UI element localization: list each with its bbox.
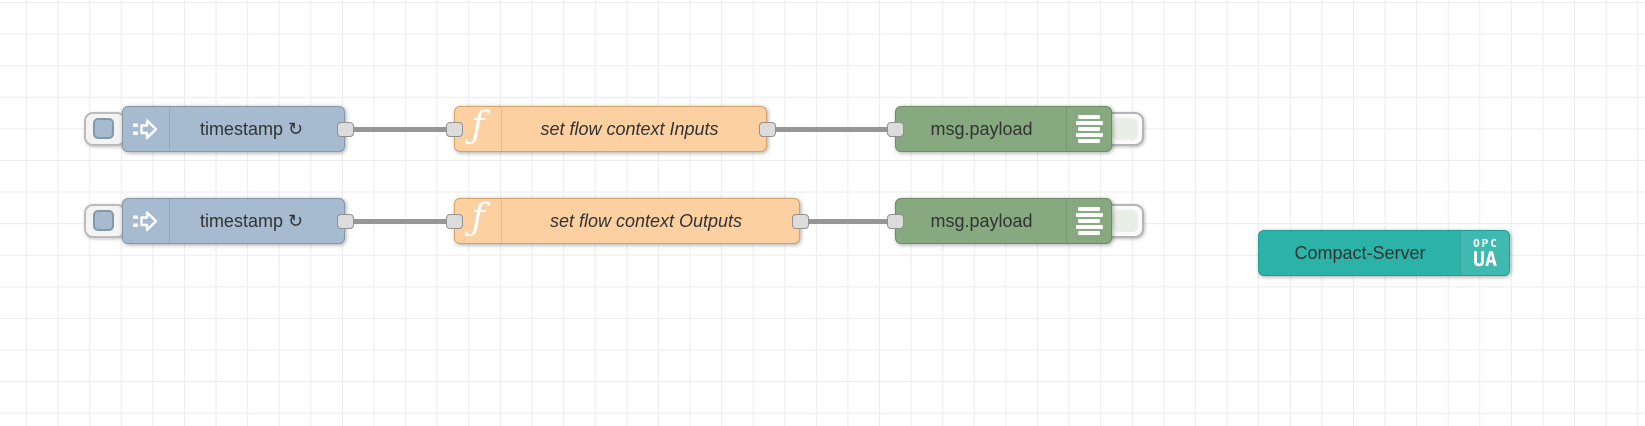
opcua-logo-icon: OPC UA xyxy=(1460,231,1509,275)
input-port[interactable] xyxy=(446,214,463,229)
output-port[interactable] xyxy=(337,122,354,137)
inject-button-pad xyxy=(93,118,114,139)
output-port[interactable] xyxy=(759,122,776,137)
debug-node[interactable]: msg.payload xyxy=(895,106,1112,152)
opcua-server-node[interactable]: Compact-Server OPC UA xyxy=(1258,230,1510,276)
input-port[interactable] xyxy=(887,122,904,137)
wire[interactable] xyxy=(345,127,457,132)
function-node-label: set flow context Inputs xyxy=(540,118,719,139)
function-node[interactable]: ƒ set flow context Outputs xyxy=(454,198,800,244)
debug-node[interactable]: msg.payload xyxy=(895,198,1112,244)
wire[interactable] xyxy=(800,219,897,224)
debug-node-label: msg.payload xyxy=(930,118,1033,139)
function-node-label: set flow context Outputs xyxy=(549,210,743,231)
input-port[interactable] xyxy=(887,214,904,229)
inject-button-pad xyxy=(93,210,114,231)
function-f-icon: ƒ xyxy=(455,199,502,243)
wire[interactable] xyxy=(767,127,897,132)
inject-arrow-icon xyxy=(123,107,170,151)
opcua-server-node-label: Compact-Server xyxy=(1294,242,1426,263)
output-port[interactable] xyxy=(792,214,809,229)
inject-node[interactable]: timestamp ↻ xyxy=(122,106,345,152)
inject-node[interactable]: timestamp ↻ xyxy=(122,198,345,244)
debug-toggle-pad xyxy=(1112,210,1138,232)
inject-arrow-icon xyxy=(123,199,170,243)
wire[interactable] xyxy=(345,219,457,224)
inject-node-label: timestamp ↻ xyxy=(199,210,304,231)
function-node[interactable]: ƒ set flow context Inputs xyxy=(454,106,767,152)
function-f-icon: ƒ xyxy=(455,107,502,151)
inject-node-label: timestamp ↻ xyxy=(199,118,304,139)
debug-lines-icon xyxy=(1066,107,1111,151)
debug-toggle-pad xyxy=(1112,118,1138,140)
inject-button[interactable] xyxy=(84,204,126,238)
debug-lines-icon xyxy=(1066,199,1111,243)
inject-button[interactable] xyxy=(84,112,126,146)
debug-node-label: msg.payload xyxy=(930,210,1033,231)
input-port[interactable] xyxy=(446,122,463,137)
output-port[interactable] xyxy=(337,214,354,229)
